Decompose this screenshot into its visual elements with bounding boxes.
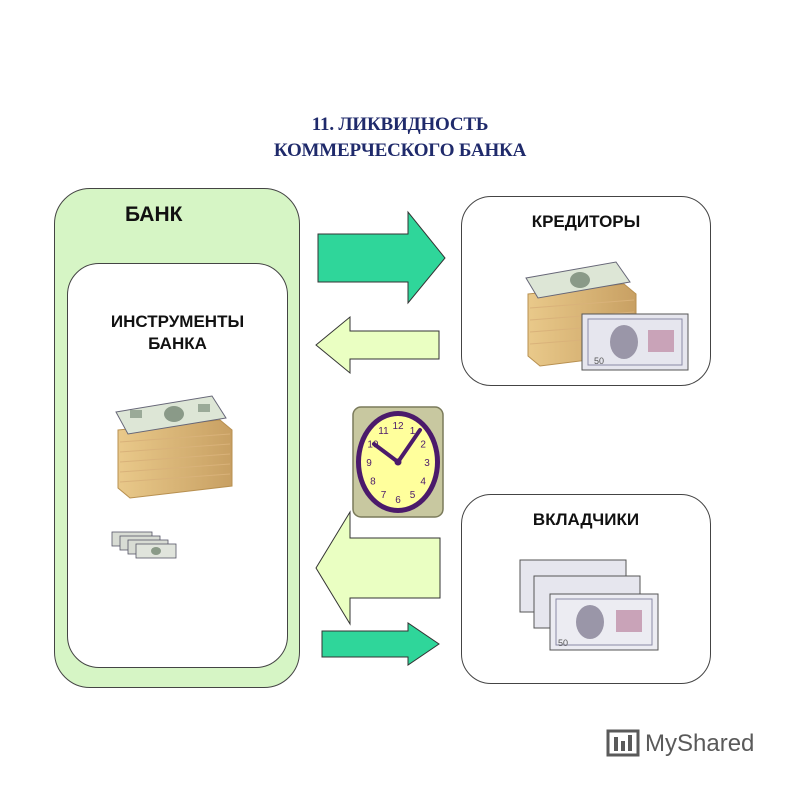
money-stack-icon: 50 bbox=[525, 261, 689, 371]
arrow-bank-to-depositors bbox=[321, 622, 440, 666]
arrow-bank-to-creditors bbox=[317, 210, 446, 305]
depositors-label: ВКЛАДЧИКИ bbox=[532, 510, 640, 529]
bank-instruments-label: ИНСТРУМЕНТЫ БАНКА bbox=[67, 311, 288, 355]
arrow-creditors-to-bank bbox=[315, 315, 440, 375]
small-bills-icon bbox=[111, 531, 177, 559]
instruments-line-2: БАНКА bbox=[148, 334, 207, 353]
svg-text:50: 50 bbox=[594, 356, 604, 366]
clock-icon: 121234567891011 bbox=[352, 406, 444, 518]
clock-number: 12 bbox=[392, 421, 404, 432]
money-stack-icon bbox=[115, 395, 233, 499]
clock-number: 9 bbox=[366, 458, 372, 469]
watermark-text: MyShared bbox=[645, 730, 755, 757]
title-line-2: КОММЕРЧЕСКОГО БАНКА bbox=[273, 140, 527, 161]
bank-label: БАНК bbox=[125, 203, 183, 226]
banknotes-icon: 50 bbox=[519, 559, 659, 651]
myshared-logo-icon bbox=[606, 729, 640, 757]
clock-number: 7 bbox=[381, 490, 387, 501]
title-line-1: 11. ЛИКВИДНОСТЬ bbox=[311, 114, 489, 135]
creditors-label: КРЕДИТОРЫ bbox=[531, 212, 641, 231]
svg-text:50: 50 bbox=[558, 638, 568, 648]
clock-number: 11 bbox=[378, 426, 389, 437]
clock-number: 4 bbox=[420, 477, 426, 488]
clock-number: 2 bbox=[420, 440, 426, 451]
clock-number: 3 bbox=[424, 458, 430, 469]
clock-number: 8 bbox=[370, 477, 376, 488]
clock-number: 5 bbox=[410, 490, 416, 501]
instruments-line-1: ИНСТРУМЕНТЫ bbox=[110, 312, 245, 331]
diagram-title: 11. ЛИКВИДНОСТЬ КОММЕРЧЕСКОГО БАНКА bbox=[0, 112, 800, 164]
arrow-depositors-to-bank bbox=[315, 510, 441, 626]
clock-number: 1 bbox=[410, 426, 416, 437]
clock-number: 6 bbox=[395, 495, 401, 506]
